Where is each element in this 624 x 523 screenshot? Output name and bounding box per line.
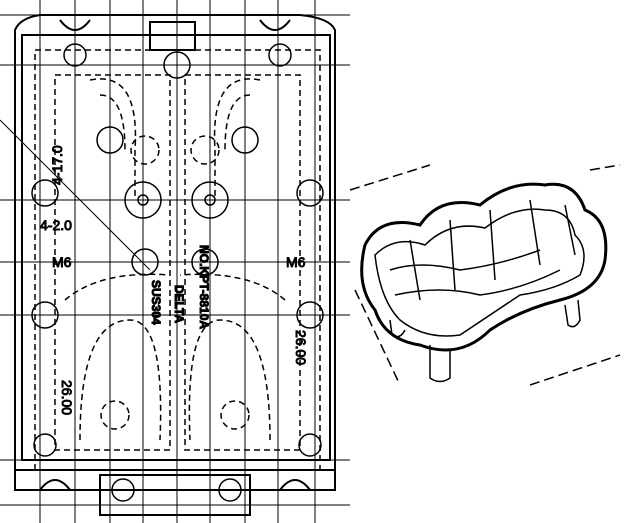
dim-thread-right: M6 <box>286 254 306 270</box>
engraving-brand: DELTA <box>172 285 186 324</box>
engraving-part-number: NO.KPT-8810A <box>197 245 211 329</box>
holes <box>31 43 324 502</box>
part-outline <box>14 14 336 516</box>
dim-hole-pattern-top: 4-17.0 <box>49 145 65 185</box>
dim-height-left: 26.00 <box>59 380 75 415</box>
dim-height-right: 26.00 <box>293 330 309 365</box>
dim-hole-pattern-small: 4-2.0 <box>40 217 72 233</box>
engraving-material: SUS304 <box>149 280 163 325</box>
isometric-view <box>349 164 621 386</box>
dim-thread-left: M6 <box>52 254 72 270</box>
